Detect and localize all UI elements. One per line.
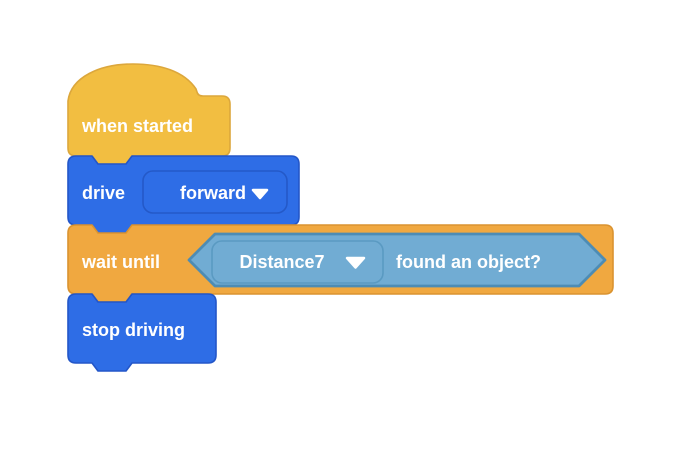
chevron-down-icon[interactable] xyxy=(345,256,366,269)
found-an-object-label: found an object? xyxy=(396,252,541,272)
distance-sensor-dropdown[interactable] xyxy=(211,240,384,284)
drive-block: drive forward xyxy=(67,155,300,234)
distance-sensor-value[interactable]: Distance7 xyxy=(239,252,324,272)
stop-driving-block: stop driving xyxy=(67,293,217,372)
stop-driving-block-shape[interactable] xyxy=(67,293,217,372)
boolean-hexagon-shape[interactable] xyxy=(187,232,607,288)
drive-direction-dropdown[interactable] xyxy=(142,170,288,214)
when-started-hat-shape[interactable] xyxy=(67,63,231,165)
wait-until-label: wait until xyxy=(81,252,160,272)
when-started-label: when started xyxy=(81,116,193,136)
drive-direction-value[interactable]: forward xyxy=(180,183,246,203)
when-started-block: when started xyxy=(67,63,231,165)
stop-driving-label: stop driving xyxy=(82,320,185,340)
wait-until-block: wait until Distance7 found an object? xyxy=(67,224,614,303)
drive-label: drive xyxy=(82,183,125,203)
chevron-down-icon[interactable] xyxy=(251,188,269,200)
distance-found-object-boolean-block: Distance7 found an object? xyxy=(187,232,607,288)
